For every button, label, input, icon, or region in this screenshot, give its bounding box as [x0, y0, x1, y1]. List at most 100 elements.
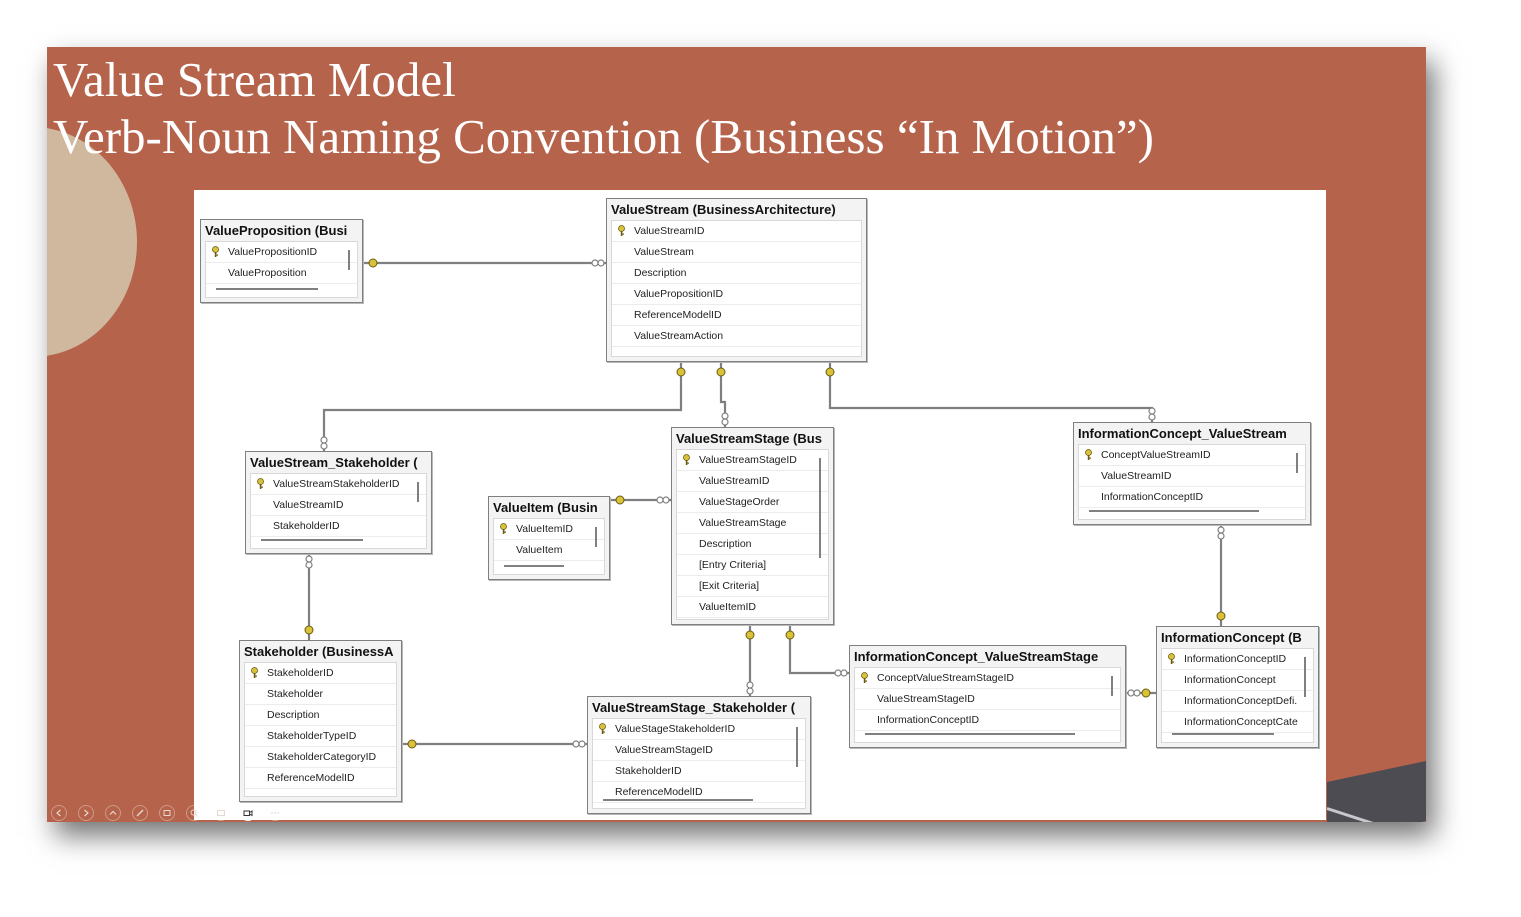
field-row[interactable]: Description	[612, 263, 861, 284]
table-valuestream-stakeholder[interactable]: ValueStream_Stakeholder ( ValueStreamSta…	[245, 451, 432, 554]
field-row[interactable]: ValueStreamStageID	[593, 740, 805, 761]
horizontal-scrollbar[interactable]	[504, 565, 564, 567]
field-row[interactable]: StakeholderID	[245, 663, 396, 684]
field-name: ConceptValueStreamID	[1101, 449, 1211, 461]
field-row[interactable]: ValueStreamStakeholderID	[251, 474, 426, 495]
subtitles-icon[interactable]	[213, 805, 229, 821]
field-name: ValueStreamStakeholderID	[273, 478, 400, 490]
infinity-endpoint-icon	[721, 418, 729, 426]
field-row[interactable]: ValueStageOrder	[677, 492, 828, 513]
slide-title-line-1: Value Stream Model	[53, 52, 456, 107]
next-icon[interactable]	[78, 805, 94, 821]
field-row[interactable]: ValuePropositionID	[612, 284, 861, 305]
field-row[interactable]: ValueItemID	[494, 519, 604, 540]
vertical-scrollbar[interactable]	[348, 250, 350, 270]
table-informationconcept[interactable]: InformationConcept (B InformationConcept…	[1156, 626, 1319, 748]
field-name: StakeholderCategoryID	[267, 751, 377, 763]
field-row[interactable]: ValueStreamID	[612, 221, 861, 242]
table-valueproposition[interactable]: ValueProposition (Busi ValuePropositionI…	[200, 219, 363, 303]
field-row[interactable]: Stakeholder	[245, 684, 396, 705]
table-valuestreamstage[interactable]: ValueStreamStage (Bus ValueStreamStageID…	[671, 427, 834, 625]
field-row[interactable]: InformationConcept	[1162, 670, 1313, 691]
infinity-endpoint-icon	[320, 442, 328, 450]
field-row[interactable]: ValueStreamStageID	[677, 450, 828, 471]
field-row[interactable]: StakeholderCategoryID	[245, 747, 396, 768]
horizontal-scrollbar[interactable]	[261, 539, 363, 541]
field-row[interactable]: ValueStream	[612, 242, 861, 263]
field-row[interactable]: ConceptValueStreamID	[1079, 445, 1305, 466]
vertical-scrollbar[interactable]	[1304, 657, 1306, 697]
field-name: InformationConceptDefi.	[1184, 695, 1298, 707]
menu-icon[interactable]	[105, 805, 121, 821]
field-row[interactable]: ValueStreamStageID	[855, 689, 1120, 710]
table-title: ValueStreamStage (Bus	[676, 431, 822, 446]
table-valueitem[interactable]: ValueItem (Busin ValueItemID ValueItem	[488, 496, 610, 580]
field-name: ValuePropositionID	[228, 246, 318, 258]
field-row[interactable]: Description	[245, 705, 396, 726]
relationship-connectors	[304, 258, 1226, 749]
camera-icon[interactable]	[240, 805, 256, 821]
field-row[interactable]: ValueStreamStage	[677, 513, 828, 534]
field-row[interactable]: ValueStreamAction	[612, 326, 861, 347]
field-row[interactable]: InformationConceptID	[855, 710, 1120, 731]
field-row[interactable]: ValueStreamID	[1079, 466, 1305, 487]
slides-icon[interactable]	[159, 805, 175, 821]
table-stakeholder[interactable]: Stakeholder (BusinessA StakeholderID Sta…	[239, 640, 402, 802]
field-name: ValueStreamID	[273, 499, 344, 511]
infinity-endpoint-icon	[1217, 532, 1225, 540]
table-informationconcept-valuestream[interactable]: InformationConcept_ValueStream ConceptVa…	[1073, 422, 1311, 525]
infinity-endpoint-icon	[721, 412, 729, 420]
field-row[interactable]: Description	[677, 534, 828, 555]
horizontal-scrollbar[interactable]	[1089, 510, 1259, 512]
vertical-scrollbar[interactable]	[1296, 453, 1298, 473]
horizontal-scrollbar[interactable]	[216, 288, 318, 290]
field-row[interactable]: ValueStreamID	[677, 471, 828, 492]
more-icon[interactable]	[267, 805, 283, 821]
infinity-endpoint-icon	[572, 740, 580, 748]
field-name: ValueItem	[516, 544, 563, 556]
field-row[interactable]: StakeholderTypeID	[245, 726, 396, 747]
field-name: InformationConceptID	[877, 714, 980, 726]
infinity-endpoint-icon	[840, 669, 848, 677]
horizontal-scrollbar[interactable]	[865, 733, 1075, 735]
table-valuestream[interactable]: ValueStream (BusinessArchitecture) Value…	[606, 198, 867, 362]
field-row[interactable]: ValueStageStakeholderID	[593, 719, 805, 740]
field-row[interactable]: InformationConceptID	[1079, 487, 1305, 508]
vertical-scrollbar[interactable]	[595, 527, 597, 547]
vertical-scrollbar[interactable]	[796, 727, 798, 767]
field-row[interactable]: ConceptValueStreamStageID	[855, 668, 1120, 689]
field-row[interactable]: ReferenceModelID	[612, 305, 861, 326]
table-informationconcept-valuestreamstage[interactable]: InformationConcept_ValueStreamStage Conc…	[849, 645, 1126, 748]
field-name: ValueStageStakeholderID	[615, 723, 736, 735]
field-row[interactable]: InformationConceptDefi.	[1162, 691, 1313, 712]
field-row[interactable]: [Entry Criteria]	[677, 555, 828, 576]
vertical-scrollbar[interactable]	[417, 482, 419, 502]
field-row[interactable]: ValueItem	[494, 540, 604, 561]
field-row[interactable]: ReferenceModelID	[245, 768, 396, 789]
infinity-endpoint-icon	[1133, 689, 1141, 697]
field-row[interactable]: [Exit Criteria]	[677, 576, 828, 597]
field-row[interactable]: StakeholderID	[251, 516, 426, 537]
field-name: ValuePropositionID	[634, 288, 724, 300]
table-fields: ConceptValueStreamStageID ValueStreamSta…	[854, 667, 1121, 743]
pen-icon[interactable]	[132, 805, 148, 821]
vertical-scrollbar[interactable]	[819, 458, 821, 558]
field-row[interactable]: StakeholderID	[593, 761, 805, 782]
key-icon	[683, 454, 690, 465]
previous-icon[interactable]	[51, 805, 67, 821]
field-row[interactable]: InformationConceptID	[1162, 649, 1313, 670]
field-row[interactable]: InformationConceptCate	[1162, 712, 1313, 733]
field-row[interactable]: ValueStreamID	[251, 495, 426, 516]
field-row[interactable]: ReferenceModelID	[593, 782, 805, 803]
table-title: ValueStreamStage_Stakeholder (	[592, 700, 796, 715]
field-row[interactable]: ValuePropositionID	[206, 242, 357, 263]
zoom-icon[interactable]	[186, 805, 202, 821]
vertical-scrollbar[interactable]	[1111, 676, 1113, 696]
field-row[interactable]: ValueItemID	[677, 597, 828, 618]
horizontal-scrollbar[interactable]	[603, 799, 753, 801]
table-valuestreamstage-stakeholder[interactable]: ValueStreamStage_Stakeholder ( ValueStag…	[587, 696, 811, 814]
infinity-endpoint-icon	[305, 555, 313, 563]
key-endpoint-icon	[304, 625, 314, 635]
horizontal-scrollbar[interactable]	[1172, 733, 1274, 735]
field-row[interactable]: ValueProposition	[206, 263, 357, 284]
